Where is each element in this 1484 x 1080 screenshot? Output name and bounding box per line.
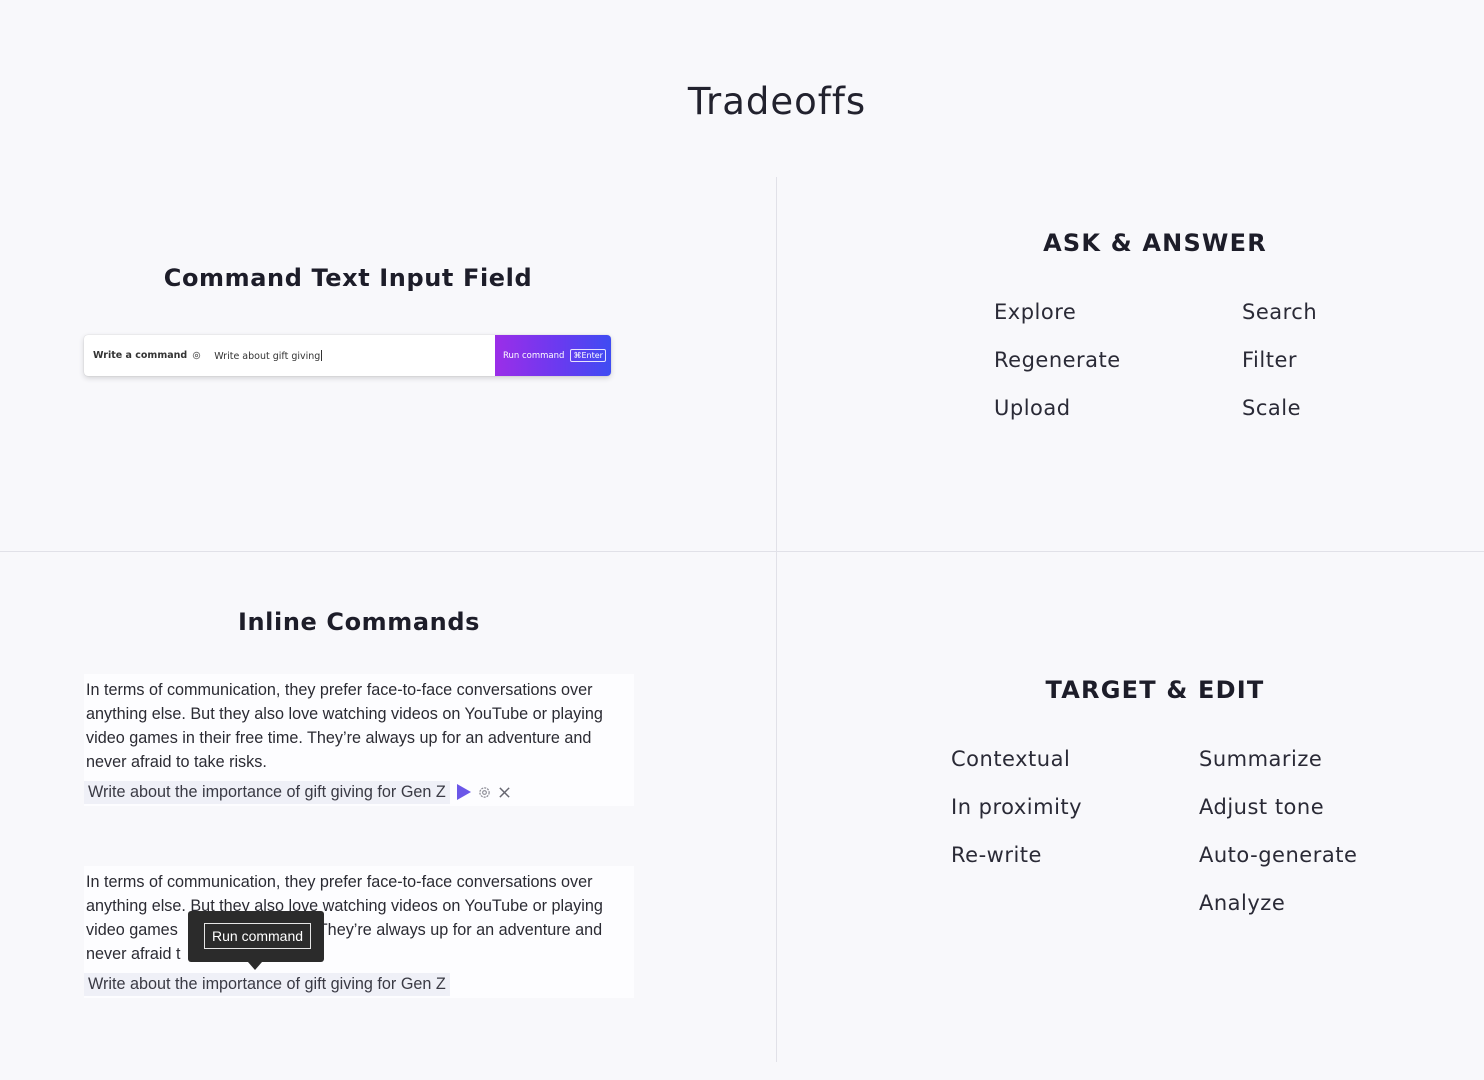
vertical-divider: [776, 177, 777, 1062]
paragraph-line: video games in their free time. They’re …: [86, 729, 592, 747]
inline-command-input[interactable]: Write about the importance of gift givin…: [84, 972, 450, 996]
target-item-rewrite: Re-write: [951, 843, 1042, 867]
settings-gear-icon[interactable]: [192, 351, 201, 360]
paragraph-line: never afraid t: [86, 945, 181, 963]
target-item-in-proximity: In proximity: [951, 795, 1083, 819]
command-input[interactable]: Write about gift giving: [214, 349, 495, 362]
ask-item-explore: Explore: [994, 300, 1077, 324]
inline-command-row: Write about the importance of gift givin…: [84, 971, 634, 997]
command-input-value: Write about gift giving: [214, 350, 321, 362]
target-item-summarize: Summarize: [1199, 747, 1323, 771]
ask-item-regenerate: Regenerate: [994, 348, 1121, 372]
command-label: Write a command: [93, 350, 188, 361]
command-bar: Write a command Write about gift giving …: [84, 335, 611, 376]
paragraph-line: anything else. But they also love watchi…: [86, 897, 603, 915]
run-command-button[interactable]: Run command ⌘Enter: [495, 335, 611, 376]
page-title: Tradeoffs: [687, 80, 867, 123]
tooltip-arrow: [248, 962, 262, 970]
paragraph-line: video games: [86, 921, 178, 939]
target-item-analyze: Analyze: [1199, 891, 1286, 915]
paragraph-line: In terms of communication, they prefer f…: [86, 681, 593, 699]
run-command-tooltip: Run command: [188, 911, 324, 970]
example-2-paragraph: In terms of communication, they prefer f…: [86, 870, 634, 966]
inline-command-row: Write about the importance of gift givin…: [84, 779, 634, 805]
close-icon[interactable]: [498, 786, 511, 799]
shortcut-badge: ⌘Enter: [570, 349, 606, 362]
tooltip-run-command-button[interactable]: Run command: [204, 923, 312, 949]
ask-item-upload: Upload: [994, 396, 1071, 420]
inline-example-1: In terms of communication, they prefer f…: [84, 674, 634, 806]
target-item-contextual: Contextual: [951, 747, 1071, 771]
play-icon[interactable]: [456, 783, 472, 801]
example-1-paragraph: In terms of communication, they prefer f…: [86, 678, 634, 774]
ask-item-scale: Scale: [1242, 396, 1301, 420]
inline-commands-heading: Inline Commands: [237, 608, 481, 636]
paragraph-line: anything else. But they also love watchi…: [86, 705, 603, 723]
ask-item-search: Search: [1242, 300, 1318, 324]
run-command-label: Run command: [503, 350, 565, 361]
paragraph-line: never afraid to take risks.: [86, 753, 267, 771]
text-caret: [321, 349, 323, 361]
target-item-adjust-tone: Adjust tone: [1199, 795, 1325, 819]
paragraph-line: In terms of communication, they prefer f…: [86, 873, 593, 891]
inline-command-input[interactable]: Write about the importance of gift givin…: [84, 780, 450, 804]
gear-icon[interactable]: [478, 786, 491, 799]
paragraph-line-tail: They’re always up for an adventure and: [317, 921, 603, 939]
target-item-auto-generate: Auto-generate: [1199, 843, 1358, 867]
ask-item-filter: Filter: [1242, 348, 1298, 372]
target-edit-heading: TARGET & EDIT: [1045, 676, 1265, 704]
inline-example-2: In terms of communication, they prefer f…: [84, 866, 634, 998]
ask-answer-heading: ASK & ANSWER: [1043, 229, 1267, 257]
command-input-heading: Command Text Input Field: [163, 264, 533, 292]
horizontal-divider: [0, 551, 1484, 552]
